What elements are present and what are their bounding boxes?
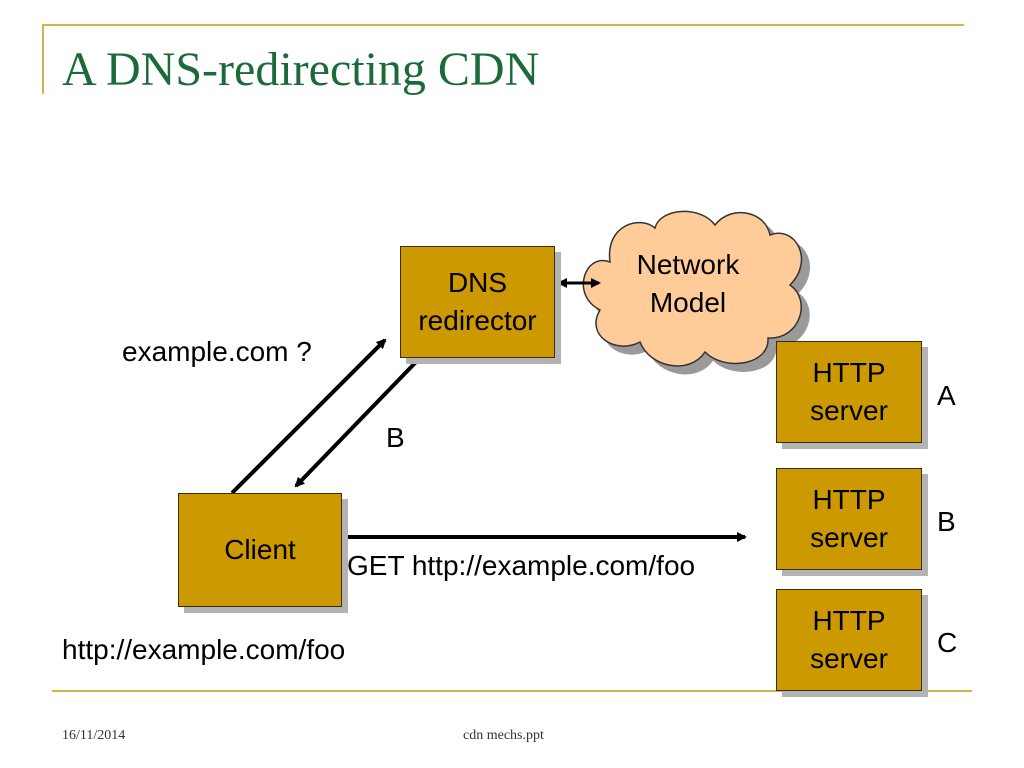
network-model-label: Network Model [636, 249, 740, 318]
http-server-c-box: HTTP server [776, 589, 922, 691]
footer-filename: cdn mechs.ppt [463, 728, 544, 743]
server-b-tag: B [937, 506, 956, 537]
slide-title: A DNS-redirecting CDN [62, 43, 540, 96]
reply-label: B [386, 422, 405, 453]
http-server-b-box: HTTP server [776, 468, 922, 570]
dns-redirector-label: DNS redirector [418, 267, 537, 336]
query-arrow [230, 338, 387, 495]
frame-left-line [42, 24, 44, 94]
server-a-tag: A [937, 380, 956, 411]
frame-top-line [42, 24, 964, 26]
http-server-a-box: HTTP server [776, 341, 922, 443]
query-label: example.com ? [122, 336, 312, 367]
network-model-cloud [582, 210, 803, 367]
http-server-b-label: HTTP server [810, 484, 888, 553]
reply-arrow [294, 360, 418, 488]
dns-redirector-box: DNS redirector [400, 246, 555, 358]
client-box: Client [178, 493, 342, 607]
footer-date: 16/11/2014 [62, 728, 126, 743]
server-c-tag: C [937, 627, 958, 658]
client-label: Client [224, 534, 296, 565]
http-server-c-label: HTTP server [810, 605, 888, 674]
url-label: http://example.com/foo [62, 634, 346, 665]
http-server-a-label: HTTP server [810, 357, 888, 426]
get-request-label: GET http://example.com/foo [347, 550, 696, 581]
frame-bottom-line [52, 690, 972, 692]
